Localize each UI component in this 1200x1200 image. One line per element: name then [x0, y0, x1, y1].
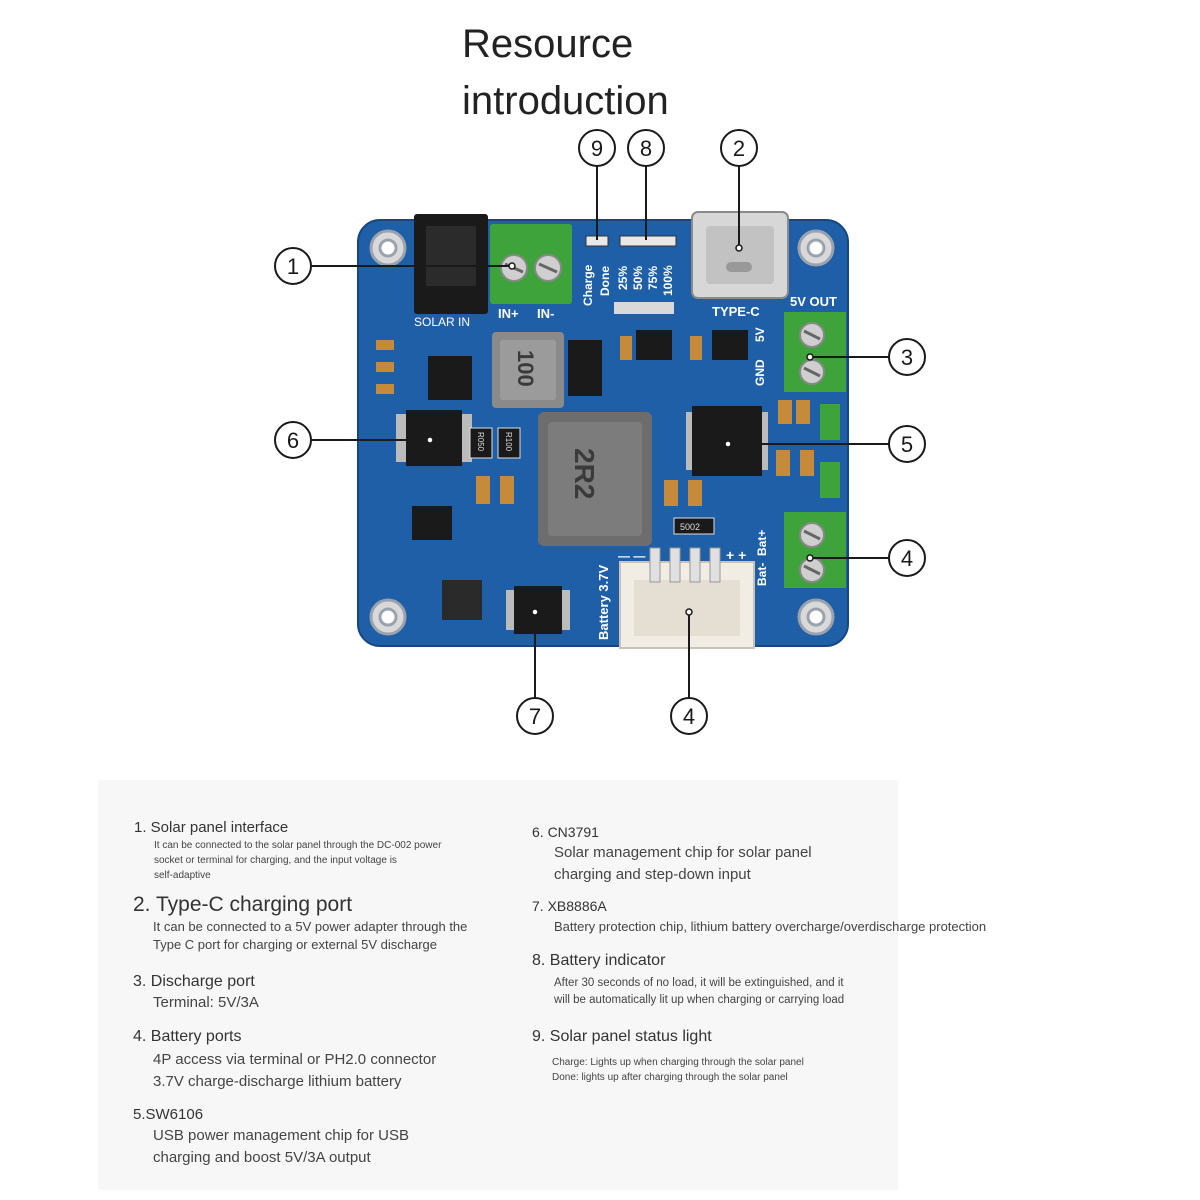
callout-number-4a: 4 — [901, 546, 913, 571]
battery-terminal — [784, 512, 846, 588]
label-50: 50% — [631, 266, 645, 290]
callout-number-9: 9 — [591, 136, 603, 161]
item-8: 8. Battery indicator After 30 seconds of… — [532, 950, 912, 1009]
label-75: 75% — [646, 266, 660, 290]
item-6-title: 6. CN3791 — [532, 824, 599, 840]
callout-number-8: 8 — [640, 136, 652, 161]
item-1-desc: It can be connected to the solar panel t… — [154, 840, 442, 881]
item-4: 4. Battery ports 4P access via terminal … — [133, 1026, 513, 1093]
label-inductor-100: 100 — [513, 350, 538, 387]
item-3-desc: Terminal: 5V/3A — [153, 994, 259, 1011]
label-type-c: TYPE-C — [712, 304, 760, 319]
title-line-2: introduction — [462, 79, 669, 123]
item-2-desc: It can be connected to a 5V power adapte… — [153, 919, 468, 952]
label-inductor-2r2: 2R2 — [569, 448, 600, 499]
title-line-1: Resource — [462, 22, 634, 66]
callout-circle-4b — [670, 697, 708, 735]
callout-number-5: 5 — [901, 432, 913, 457]
callout-markers — [274, 129, 926, 735]
mounting-holes — [369, 229, 835, 636]
chip-cn3791 — [396, 410, 472, 466]
item-7-title: 7. XB8886A — [532, 898, 607, 914]
item-5-desc: USB power management chip for USB chargi… — [153, 1127, 409, 1166]
label-in-plus: IN+ — [498, 306, 519, 321]
label-bat-plus: Bat+ — [755, 530, 769, 556]
callout-number-1: 1 — [287, 254, 299, 279]
resistors — [469, 427, 715, 535]
inductor-large — [538, 412, 652, 546]
leader-dots — [426, 244, 814, 616]
label-gnd: GND — [753, 359, 767, 386]
board-diagram: SOLAR IN IN+ IN- Charge Done 25% 50% 75%… — [274, 129, 926, 735]
callout-number-4b: 4 — [683, 704, 695, 729]
label-5v: 5V — [753, 327, 767, 342]
label-5002: 5002 — [680, 522, 700, 532]
label-25: 25% — [616, 266, 630, 290]
page-title: Resource introduction — [462, 16, 669, 130]
label-charge: Charge — [581, 264, 595, 306]
item-9-title: 9. Solar panel status light — [532, 1028, 712, 1045]
label-done: Done — [598, 266, 612, 296]
item-7: 7. XB8886A Battery protection chip, lith… — [532, 896, 1032, 938]
label-minus-signs: — — — [618, 549, 645, 563]
callout-circle-9 — [578, 129, 616, 167]
label-battery: Battery 3.7V — [596, 565, 611, 640]
callout-number-2: 2 — [733, 136, 745, 161]
callout-circle-7 — [516, 697, 554, 735]
status-leds — [585, 235, 677, 247]
item-6-desc: Solar management chip for solar panel ch… — [554, 844, 812, 883]
item-4-title: 4. Battery ports — [133, 1028, 242, 1045]
label-solar-in: SOLAR IN — [414, 315, 470, 329]
solar-terminal — [490, 224, 572, 304]
item-8-title: 8. Battery indicator — [532, 952, 666, 969]
label-in-minus: IN- — [537, 306, 554, 321]
label-r050: R050 — [476, 432, 485, 452]
item-7-desc: Battery protection chip, lithium battery… — [554, 919, 987, 934]
label-5v-out: 5V OUT — [790, 294, 837, 309]
item-1-title: 1. Solar panel interface — [134, 819, 289, 836]
item-2-title: 2. Type-C charging port — [133, 893, 353, 916]
item-9: 9. Solar panel status light Charge: Ligh… — [532, 1026, 912, 1085]
type-c-port — [691, 211, 789, 299]
callout-circle-5 — [888, 425, 926, 463]
item-4-desc: 4P access via terminal or PH2.0 connecto… — [153, 1051, 437, 1090]
callout-circle-2 — [720, 129, 758, 167]
label-bat-minus: Bat- — [755, 563, 769, 586]
callout-circle-3 — [888, 338, 926, 376]
item-3: 3. Discharge port Terminal: 5V/3A — [133, 971, 493, 1014]
item-5-title: 5.SW6106 — [133, 1106, 204, 1123]
callout-circle-1 — [274, 247, 312, 285]
inductor-small — [492, 332, 564, 408]
item-2: 2. Type-C charging port It can be connec… — [133, 892, 513, 954]
out-terminal — [784, 312, 846, 392]
callout-circle-8 — [627, 129, 665, 167]
callout-number-6: 6 — [287, 428, 299, 453]
label-r100: R100 — [504, 432, 513, 452]
item-8-desc: After 30 seconds of no load, it will be … — [554, 977, 845, 1006]
callout-circle-6 — [274, 421, 312, 459]
ph-connector — [619, 547, 755, 649]
item-6: 6. CN3791 Solar management chip for sola… — [532, 822, 912, 886]
item-5: 5.SW6106 USB power management chip for U… — [133, 1105, 513, 1169]
callout-number-3: 3 — [901, 345, 913, 370]
label-100: 100% — [661, 265, 675, 296]
callout-number-7: 7 — [529, 704, 541, 729]
description-panel — [98, 780, 898, 1190]
callout-circle-4a — [888, 539, 926, 577]
leader-lines — [312, 166, 889, 698]
item-9-desc: Charge: Lights up when charging through … — [552, 1057, 804, 1083]
item-3-title: 3. Discharge port — [133, 973, 255, 990]
chip-mosfet — [412, 330, 748, 620]
item-1: 1. Solar panel interface It can be conne… — [134, 818, 494, 883]
small-components — [376, 336, 840, 506]
label-plus-signs: + + — [726, 547, 746, 563]
